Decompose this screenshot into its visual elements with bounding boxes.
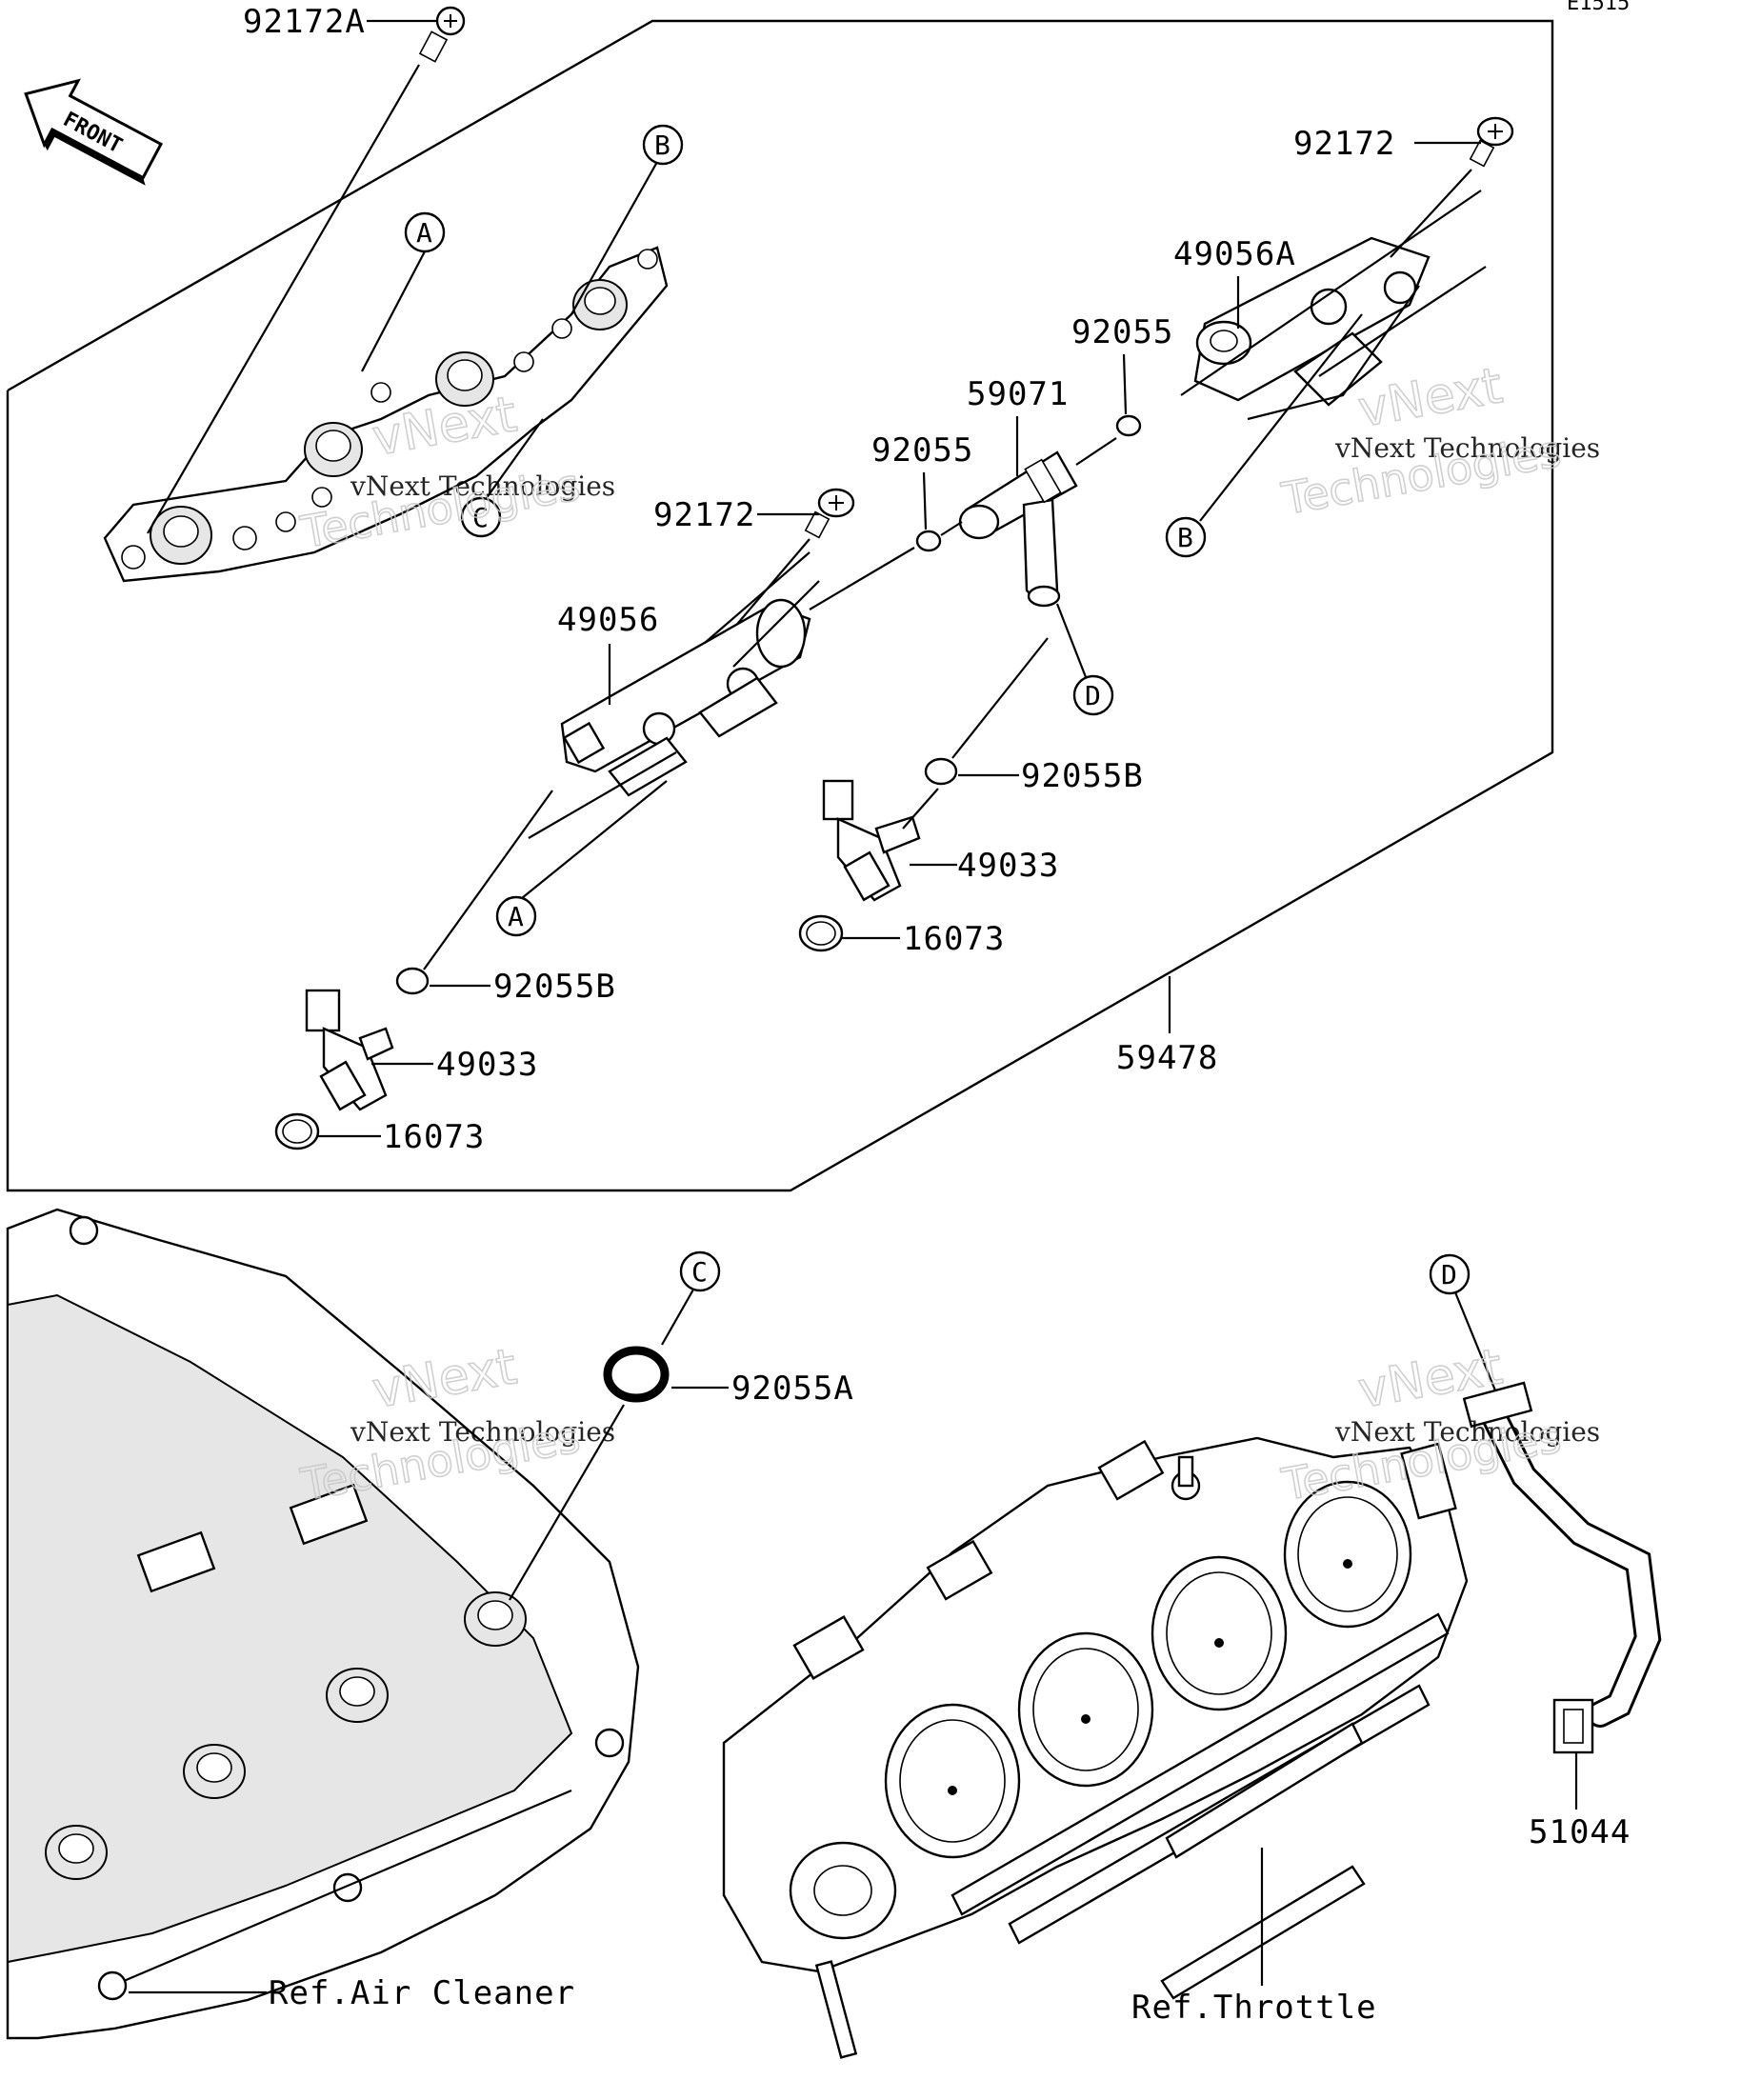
throttle-body-assembly xyxy=(722,1436,1469,2059)
part-label-49033-right: 49033 xyxy=(957,847,1059,885)
part-label-92055b-left: 92055B xyxy=(493,968,616,1006)
part-label-16073-right: 16073 xyxy=(903,920,1005,958)
callout-d-upper: D xyxy=(1072,674,1114,716)
svg-text:vNext Technologies: vNext Technologies xyxy=(1334,432,1600,464)
part-label-92055-right: 92055 xyxy=(1071,313,1173,351)
part-label-59478: 59478 xyxy=(1116,1039,1218,1077)
screw-92172-right xyxy=(1469,116,1514,168)
part-label-49056a: 49056A xyxy=(1173,235,1296,273)
svg-text:vNext Technologies: vNext Technologies xyxy=(1334,1416,1600,1448)
svg-text:C: C xyxy=(472,502,489,533)
injector-49033-right xyxy=(822,779,921,902)
svg-text:B: B xyxy=(654,130,670,161)
part-label-59071: 59071 xyxy=(967,375,1069,413)
seal-16073-left xyxy=(274,1112,320,1150)
part-label-51044: 51044 xyxy=(1529,1813,1631,1851)
part-label-92172a: 92172A xyxy=(243,3,366,41)
kit-frame xyxy=(6,19,1554,1192)
callout-a-upper: A xyxy=(404,211,446,253)
callout-c-upper: C xyxy=(460,496,502,538)
delivery-pipe-49056a xyxy=(1193,236,1431,407)
part-label-92055a: 92055A xyxy=(731,1370,854,1408)
part-label-92055-mid: 92055 xyxy=(871,431,973,470)
part-label-16073-left: 16073 xyxy=(383,1118,485,1156)
oring-92055-mid xyxy=(915,530,942,552)
part-label-92055b-right: 92055B xyxy=(1021,757,1144,795)
svg-text:vNext Technologies: vNext Technologies xyxy=(350,1416,615,1448)
svg-text:A: A xyxy=(508,901,524,932)
cylinder-head-cover xyxy=(6,1208,640,2040)
clamp-51044 xyxy=(1552,1698,1594,1754)
svg-text:vNext: vNext xyxy=(369,1338,521,1419)
diagram-code: E1515 xyxy=(1567,0,1630,15)
part-label-49033-left: 49033 xyxy=(436,1046,538,1084)
oring-92055b-left xyxy=(395,967,430,995)
oring-92055a xyxy=(603,1346,670,1403)
seal-16073-right xyxy=(798,914,844,952)
svg-text:vNext Technologies: vNext Technologies xyxy=(350,470,615,502)
part-label-49056: 49056 xyxy=(557,601,659,639)
callout-d-lower: D xyxy=(1429,1253,1471,1295)
oring-92055-right xyxy=(1115,414,1142,437)
part-label-92172-mid: 92172 xyxy=(653,496,755,534)
screw-92172-mid xyxy=(804,488,855,539)
injector-49033-left xyxy=(305,989,394,1111)
delivery-pipe-49056 xyxy=(560,598,811,797)
svg-text:D: D xyxy=(1085,680,1101,711)
svg-text:B: B xyxy=(1177,522,1193,553)
ref-air-cleaner: Ref.Air Cleaner xyxy=(269,1974,575,2012)
callout-c-lower: C xyxy=(679,1250,721,1292)
ref-throttle: Ref.Throttle xyxy=(1131,1989,1377,2027)
callout-a-lower: A xyxy=(495,895,537,937)
joint-59071 xyxy=(958,450,1078,608)
callout-b-lower: B xyxy=(1165,516,1207,558)
part-label-92172-right: 92172 xyxy=(1293,125,1395,163)
svg-text:C: C xyxy=(691,1256,708,1288)
screw-92172a xyxy=(418,6,466,63)
oring-92055b-right xyxy=(924,757,958,786)
front-arrow-icon: FRONT xyxy=(24,78,164,186)
svg-text:D: D xyxy=(1441,1259,1457,1290)
callout-b-upper: B xyxy=(642,124,684,166)
svg-text:vNext: vNext xyxy=(1354,357,1507,438)
injector-cover-bracket xyxy=(103,246,669,583)
svg-text:A: A xyxy=(416,217,432,249)
